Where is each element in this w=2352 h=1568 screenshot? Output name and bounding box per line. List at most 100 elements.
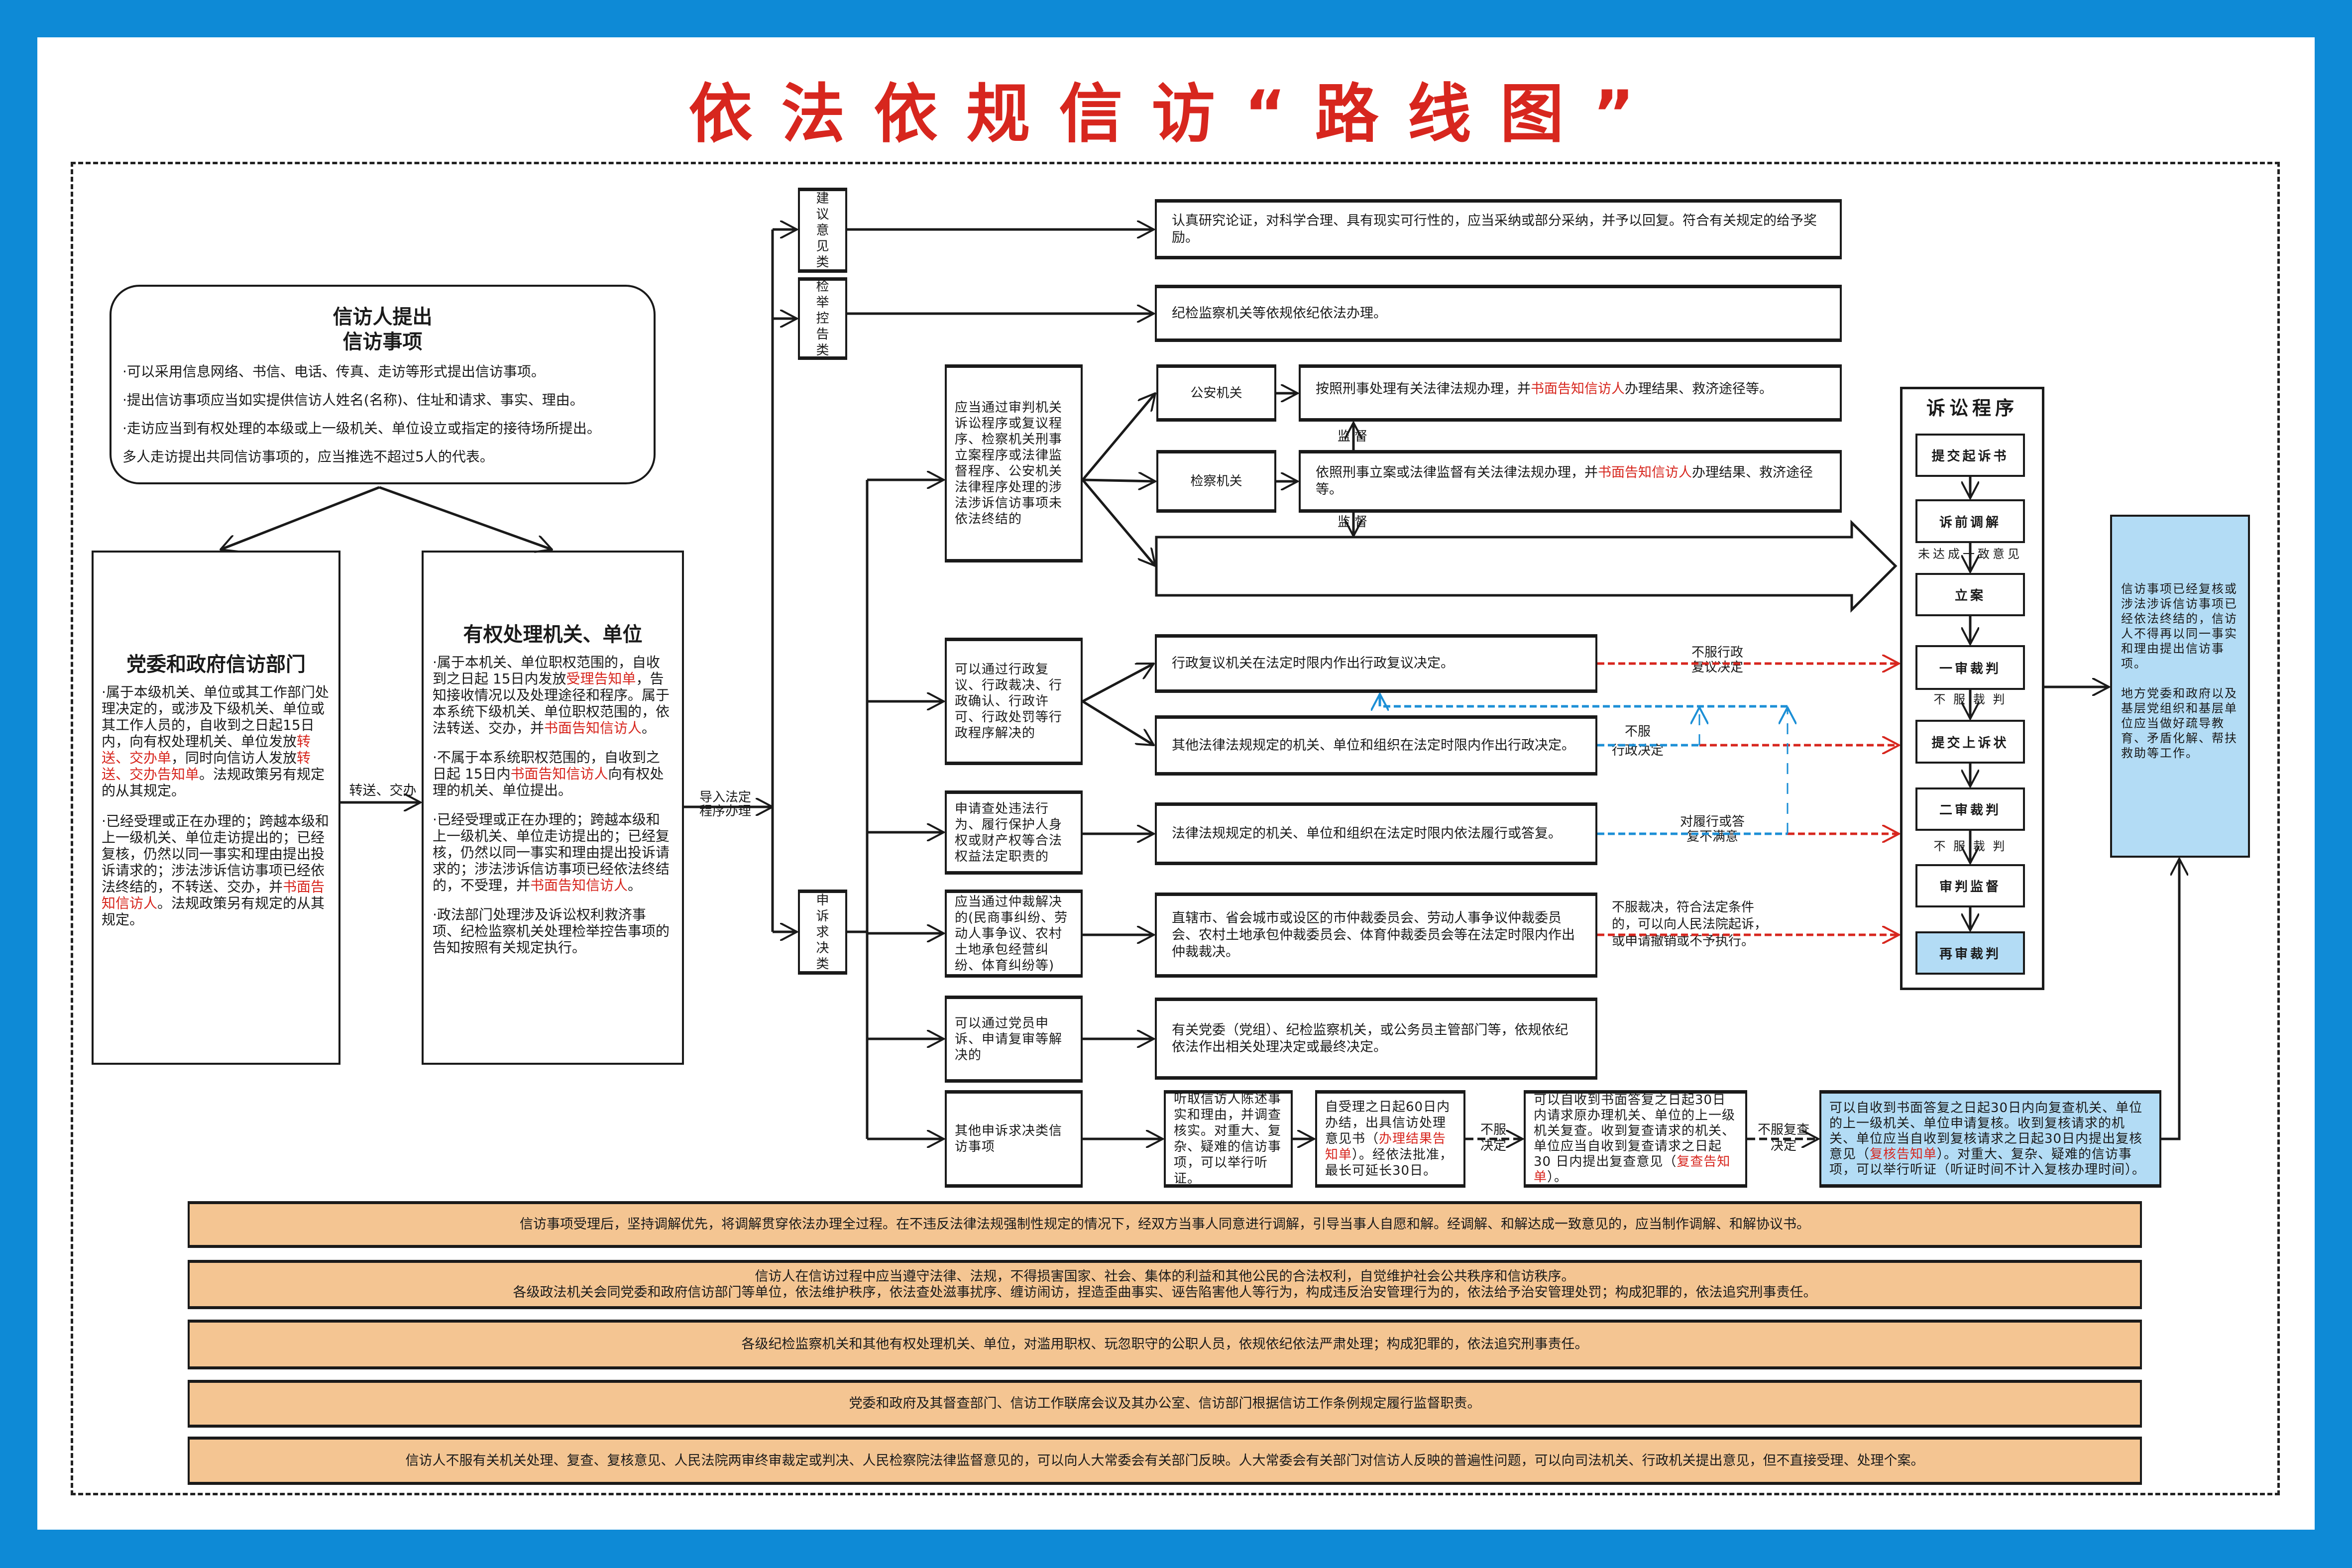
text: 办理结果、救济途径等。 [1316, 465, 1813, 497]
import-label-line1: 导入法定 [699, 790, 751, 805]
petition-title-line2: 信访事项 [342, 331, 423, 353]
review-box: 可以自收到书面答复之日起30日内请求原办理机关、单位的上一级机关复查。收到复查请… [1524, 1090, 1747, 1188]
text: 自受理之日起60日内办结，出具信访处理意见书（ [1325, 1100, 1451, 1146]
type-report: 检举控告类 [798, 277, 847, 360]
result-arbitration: 直辖市、省会城市或设区的市仲裁委员会、劳动人事争议仲裁委员会、农村土地承包仲裁委… [1155, 893, 1597, 978]
text: 。 [628, 877, 642, 894]
dept-paragraph-1: ·属于本级机关、单位或其工作部门处理决定的，或涉及下级机关、单位或其工作人员的，… [102, 684, 331, 799]
form-name: 受理告知单 [566, 671, 636, 687]
handle-box: 自受理之日起60日内办结，出具信访处理意见书（办理结果告知单）。经依法批准，最长… [1315, 1090, 1465, 1188]
result-duty: 法律法规规定的机关、单位和组织在法定时限内依法履行或答复。 [1155, 802, 1597, 865]
no-agreement-label: 未达成一致意见 [1918, 547, 2022, 561]
dept-paragraph-2: ·已经受理或正在办理的；跨越本级和上一级机关、单位走访提出的；已经复核，仍然以同… [102, 813, 331, 928]
dashed-frame [71, 162, 2280, 1495]
lit-step: 审判监督 [1915, 864, 2025, 907]
form-name: 书面告知信访人 [1531, 381, 1625, 397]
result-admin-decision: 其他法律法规规定的机关、单位和组织在法定时限内作出行政决定。 [1155, 715, 1597, 776]
category-duty: 申请查处违法行为、履行保护人身权或财产权等合法权益法定职责的 [945, 790, 1083, 875]
page-title: 依法依规信访“路线图” [688, 77, 1664, 151]
no-admin-decision-label: 不服行政决定 [1608, 724, 1668, 758]
supervise-label: 监 督 [1337, 429, 1368, 444]
note-bar: 信访事项受理后，坚持调解优先，将调解贯穿依法办理全过程。在不违反法律法规强制性规… [188, 1201, 2142, 1248]
text: 办理结果、救济途径等。 [1625, 381, 1773, 397]
authority-paragraph-1: ·属于本机关、单位职权范围的，自收到之日起 15日内发放受理告知单，告知接收情况… [433, 654, 673, 736]
label-line: 不服 [1624, 724, 1651, 739]
note-bar: 党委和政府及其督查部门、信访工作联席会议及其办公室、信访部门根据信访工作条例规定… [188, 1380, 2142, 1428]
lit-step: 提交起诉书 [1915, 434, 2025, 477]
appeal-label: 不 服 裁 判 [1933, 692, 2007, 706]
final-text-1: 信访事项已经复核或涉法涉诉信访事项已经依法终结的，信访人不得再以同一事实和理由提… [2121, 582, 2238, 671]
category-party: 可以通过党员申诉、申请复审等解决的 [945, 996, 1083, 1083]
petition-title-line1: 信访人提出 [333, 306, 433, 329]
text: ，同时向信访人发放 [171, 750, 297, 766]
text: ·属于本级机关、单位或其工作部门处理决定的，或涉及下级机关、单位或其工作人员的，… [102, 684, 329, 750]
lit-step: 一审裁判 [1915, 645, 2025, 690]
lit-step-retrial: 再审裁判 [1915, 931, 2025, 975]
text: ·已经受理或正在办理的；跨越本级和上一级机关、单位走访提出的；已经复核，仍然以同… [433, 811, 670, 894]
litigation-title: 诉讼程序 [1926, 397, 2018, 419]
petition-item: ·提出信访事项应当如实提供信访人姓名(名称)、住址和请求、事实、理由。 [122, 392, 584, 408]
suggestion-outcome: 认真研究论证，对科学合理、具有现实可行性的，应当采纳或部分采纳，并予以回复。符合… [1155, 199, 1842, 259]
text: 按照刑事处理有关法律法规办理，并 [1316, 381, 1531, 397]
lit-step: 二审裁判 [1915, 787, 2025, 831]
note-text: 各级政法机关会同党委和政府信访部门等单位，依法维护秩序，依法查处滋事扰序、缠访闹… [513, 1284, 1817, 1300]
text: 。 [642, 720, 656, 736]
text: 。法规政策另有规定的从其规定。 [102, 895, 325, 928]
authority-paragraph-4: ·政法部门处理涉及诉讼权利救济事项、纪检监察机关处理检举控告事项的告知按照有关规… [433, 906, 670, 956]
text: ）。经依法批准，最长可延长30日。 [1325, 1147, 1454, 1178]
form-name: 转送、交办单 [102, 733, 311, 766]
note-text: 党委和政府及其督查部门、信访工作联席会议及其办公室、信访部门根据信访工作条例规定… [849, 1396, 1481, 1411]
type-suggestion: 建议意见类 [798, 188, 847, 273]
text: ，告知接收情况以及处理途径和程序。属于本系统下级机关、单位职权范围的，依法转送、… [433, 671, 670, 736]
dept-title: 党委和政府信访部门 [126, 653, 306, 676]
lit-step: 提交上诉状 [1915, 720, 2025, 764]
import-label-line2: 程序办理 [699, 804, 751, 819]
arbitration-note: 不服裁决，符合法定条件的，可以向人民法院起诉，或申请撤销或不予执行。 [1612, 900, 1768, 949]
procuratorate-outcome: 依照刑事立案或法律监督有关法律法规办理，并书面告知信访人办理结果、救济途径等。 [1299, 450, 1842, 513]
form-name: 转送、交办告知单 [102, 750, 311, 783]
supervise-label: 监 督 [1337, 515, 1368, 530]
category-administrative: 可以通过行政复议、行政裁决、行政确认、行政许可、行政处罚等行政程序解决的 [945, 638, 1083, 765]
final-box: 信访事项已经复核或涉法涉诉信访事项已经依法终结的，信访人不得再以同一事实和理由提… [2110, 515, 2250, 858]
organ-police: 公安机关 [1156, 364, 1276, 422]
note-bar: 各级纪检监察机关和其他有权处理机关、单位，对滥用职权、玩忽职守的公职人员，依规依… [188, 1320, 2142, 1369]
note-bar: 信访人在信访过程中应当遵守法律、法规，不得损害国家、社会、集体的利益和其他公民的… [188, 1260, 2142, 1309]
category-arbitration: 应当通过仲裁解决的(民商事纠纷、劳动人事争议、农村土地承包经营纠纷、体育纠纷等) [945, 890, 1083, 978]
appeal-label: 不 服 裁 判 [1933, 839, 2007, 853]
form-name: 书面告知信访人 [510, 766, 608, 782]
authority-title: 有权处理机关、单位 [463, 623, 643, 646]
petition-item: ·走访应当到有权处理的本级或上一级机关、单位设立或指定的接待场所提出。 [122, 420, 601, 437]
form-name: 办理结果告知单 [1325, 1131, 1447, 1162]
organ-procuratorate: 检察机关 [1156, 450, 1276, 513]
final-text-2: 地方党委和政府以及基层党组织和基层单位应当做好疏导教育、矛盾化解、帮扶救助等工作… [2121, 686, 2238, 760]
lit-step: 立案 [1915, 573, 2025, 616]
transfer-label: 转送、交办 [349, 783, 417, 798]
lit-step: 诉前调解 [1915, 499, 2025, 543]
no-review-decision-label: 不服复查决定 [1757, 1122, 1809, 1153]
text: ·已经受理或正在办理的；跨越本级和上一级机关、单位走访提出的；已经复核，仍然以同… [102, 813, 329, 895]
report-outcome: 纪检监察机关等依规依纪依法办理。 [1155, 285, 1842, 342]
text: ·属于本机关、单位职权范围的，自收到之日起 15日内发放 [433, 654, 660, 687]
court-outcome: 依法启动诉讼程序 [1415, 549, 1522, 564]
type-appeal: 申诉求决类 [798, 890, 847, 975]
form-name: 书面告知信访人 [102, 879, 325, 911]
police-outcome: 按照刑事处理有关法律法规办理，并书面告知信访人办理结果、救济途径等。 [1299, 364, 1842, 422]
category-other: 其他申诉求决类信访事项 [945, 1090, 1083, 1188]
organ-court: 审判机关 [1176, 542, 1202, 571]
text: ）。 [1547, 1170, 1568, 1185]
no-decision-label: 不服决定 [1480, 1122, 1506, 1153]
petition-item: 多人走访提出共同信访事项的，应当推选不超过5人的代表。 [122, 448, 494, 465]
text: 依照刑事立案或法律监督有关法律法规办理，并 [1316, 465, 1598, 480]
text: 向有权处理的机关、单位提出。 [433, 766, 664, 798]
label-line: 行政决定 [1611, 743, 1664, 758]
note-bar: 信访人不服有关机关处理、复查、复核意见、人民法院两审终审裁定或判决、人民检察院法… [188, 1437, 2142, 1485]
result-admin-review: 行政复议机关在法定时限内作出行政复议决定。 [1155, 634, 1597, 693]
petition-box: 信访人提出 信访事项 ·可以采用信息网络、书信、电话、传真、走访等形式提出信访事… [110, 285, 656, 484]
no-admin-review-label: 不服行政复议决定 [1691, 645, 1743, 675]
text: 可以自收到书面答复之日起30日内向复查机关、单位的上一级机关、单位申请复核。收到… [1829, 1100, 2143, 1162]
form-name: 书面告知信访人 [544, 720, 642, 736]
authority-paragraph-3: ·已经受理或正在办理的；跨越本级和上一级机关、单位走访提出的；已经复核，仍然以同… [433, 811, 673, 894]
unsatisfied-label: 对履行或答复不满意 [1680, 814, 1745, 844]
dept-box: 党委和政府信访部门 ·属于本级机关、单位或其工作部门处理决定的，或涉及下级机关、… [92, 551, 340, 1065]
text: 。法规政策另有规定的从其规定。 [102, 766, 325, 799]
